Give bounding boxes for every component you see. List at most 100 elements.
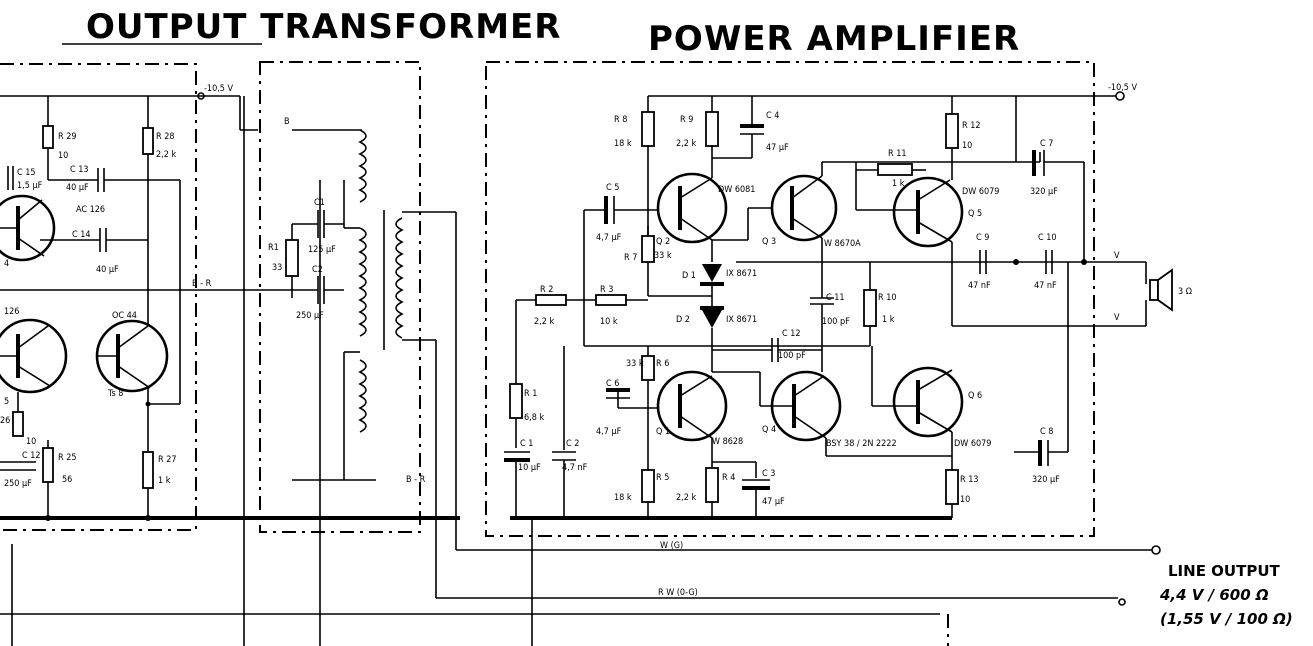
r4-ref: R 4	[722, 473, 735, 483]
output-transformer: B R1 33 C1 125 µF C2	[243, 61, 421, 646]
c11-val: 100 pF	[822, 317, 850, 327]
r1-amp-ref: R 1	[524, 389, 537, 399]
c3-ref: C 3	[762, 469, 775, 479]
q1-type: W 8628	[712, 437, 743, 447]
r7-ref: R 7	[624, 253, 637, 263]
c4-val: 47 µF	[766, 143, 789, 153]
d1-type: IX 8671	[726, 269, 757, 279]
resistor-r27	[142, 451, 154, 489]
coil-primary-top	[358, 129, 367, 203]
c8-ref: C 8	[1040, 427, 1053, 437]
c13-val: 40 µF	[66, 183, 89, 193]
c14-val: 40 µF	[96, 265, 119, 275]
c7-ref: C 7	[1040, 139, 1053, 149]
power-amplifier-section: -10,5 V R 8 18 k R 9 2,2 k C 4 47 µF R 1…	[485, 61, 1192, 646]
c1-amp-val: 10 µF	[518, 463, 541, 473]
r3-ref: R 3	[600, 285, 613, 295]
t126-label: 126	[4, 307, 19, 317]
transistor-ac126	[0, 194, 56, 262]
resistor-r1-amp	[509, 383, 523, 419]
r12-val: 10	[962, 141, 972, 151]
speaker-v-top: V	[1114, 251, 1120, 261]
c1-amp-ref: C 1	[520, 439, 533, 449]
r25-ref: R 25	[58, 453, 77, 463]
r10-ref: R 10	[878, 293, 897, 303]
q4-type: BSY 38 / 2N 2222	[826, 439, 897, 449]
r6-ref: R 6	[656, 359, 669, 369]
resistor-r10	[863, 289, 877, 327]
c15-val: 1,5 µF	[17, 181, 43, 191]
ac126-label: AC 126	[76, 205, 105, 215]
r3-val: 10 k	[600, 317, 618, 327]
winding-b-label: B	[284, 117, 290, 127]
q5-type: DW 6079	[962, 187, 999, 197]
coil-secondary	[395, 217, 404, 339]
c12-val: 100 pF	[778, 351, 806, 361]
r2-ref: R 2	[540, 285, 553, 295]
r27-val: 1 k	[158, 476, 171, 486]
c12-left-val: 250 µF	[4, 479, 32, 489]
c7-val: 320 µF	[1030, 187, 1058, 197]
c9-val: 47 nF	[968, 281, 991, 291]
resistor-r2	[535, 294, 567, 306]
r4-val: 2,2 k	[676, 493, 696, 503]
title-power-amplifier: POWER AMPLIFIER	[648, 19, 1020, 59]
resistor-r11	[877, 163, 913, 176]
r7-val: 33 k	[654, 251, 672, 261]
tr-r1-val: 33	[272, 263, 282, 273]
tr-c1-ref: C1	[314, 198, 325, 208]
net-br-left: B - R	[192, 279, 212, 289]
line-output-section: W (G) R W (0-G) LINE OUTPUT 4,4 V / 600 …	[0, 541, 1293, 646]
line-output-label: LINE OUTPUT	[1168, 562, 1280, 580]
r26-val: 10	[26, 437, 36, 447]
q2-type: DW 6081	[718, 185, 755, 195]
r28-ref: R 28	[156, 132, 175, 142]
r27-ref: R 27	[158, 455, 177, 465]
tr-c2-ref: C2	[312, 265, 323, 275]
q2-ref: Q 2	[656, 237, 670, 247]
title-output-transformer: OUTPUT TRANSFORMER	[86, 7, 561, 47]
c13-ref: C 13	[70, 165, 89, 175]
resistor-r29	[42, 125, 54, 149]
resistor-r8	[641, 111, 655, 147]
r12-ref: R 12	[962, 121, 981, 131]
transistor-q5	[892, 176, 964, 248]
r5-val: 18 k	[614, 493, 632, 503]
r8-val: 18 k	[614, 139, 632, 149]
q6-type: DW 6079	[954, 439, 991, 449]
q5-ref: Q 5	[968, 209, 982, 219]
ts4-label: 4	[4, 259, 9, 269]
diode-d1	[702, 264, 722, 282]
c15-ref: C 15	[17, 168, 36, 178]
speaker-v-bot: V	[1114, 313, 1120, 323]
r6-val: 33 k	[626, 359, 644, 369]
r29-ref: R 29	[58, 132, 77, 142]
c2-amp-ref: C 2	[566, 439, 579, 449]
resistor-r1-transformer	[285, 239, 299, 277]
resistor-r26	[12, 411, 24, 437]
resistor-r28	[142, 127, 154, 155]
q1-ref: Q 1	[656, 427, 670, 437]
tr-c1-val: 125 µF	[308, 245, 336, 255]
supply-label-left: -10,5 V	[204, 84, 234, 94]
supply-label-right: -10,5 V	[1108, 83, 1138, 93]
resistor-r4	[705, 467, 719, 503]
r29-val: 10	[58, 151, 68, 161]
c11-ref: C 11	[826, 293, 845, 303]
q4-ref: Q 4	[762, 425, 776, 435]
resistor-r5	[641, 469, 655, 503]
d1-ref: D 1	[682, 271, 696, 281]
c3-val: 47 µF	[762, 497, 785, 507]
c5-val: 4,7 µF	[596, 233, 622, 243]
r5-ref: R 5	[656, 473, 669, 483]
r26-label: 26	[0, 416, 10, 426]
c2-amp-val: 4,7 nF	[562, 463, 588, 473]
driver-box	[0, 63, 197, 531]
r13-ref: R 13	[960, 475, 979, 485]
resistor-r25	[42, 447, 54, 483]
r28-val: 2,2 k	[156, 150, 176, 160]
line-output-v1: 4,4 V / 600 Ω	[1159, 586, 1269, 604]
coil-primary-mid	[358, 227, 367, 337]
d2-ref: D 2	[676, 315, 690, 325]
